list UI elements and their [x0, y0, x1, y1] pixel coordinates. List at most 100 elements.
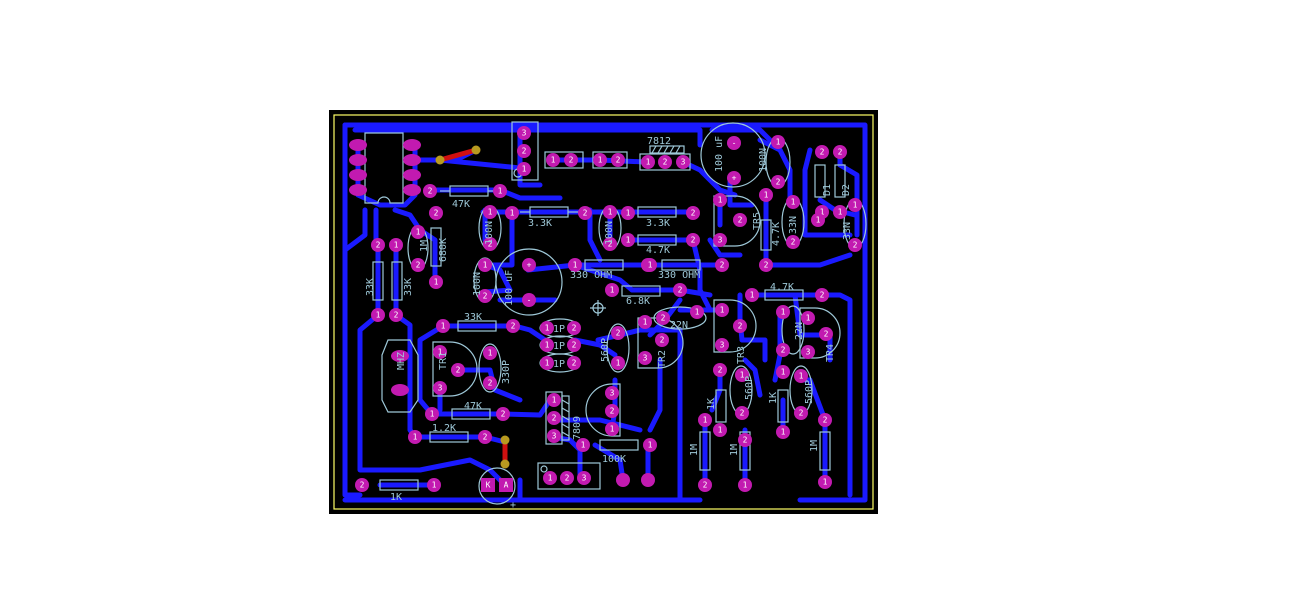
pad-number: 2 [764, 261, 769, 270]
pad-number: 1 [806, 314, 811, 323]
solder-pad [638, 351, 652, 365]
pad-number: 1 [573, 261, 578, 270]
solder-pad [403, 169, 421, 181]
solder-pad [643, 438, 657, 452]
solder-pad [578, 206, 592, 220]
pad-number: 2 [823, 416, 828, 425]
solder-pad [564, 153, 578, 167]
label-1k-b: 1K [768, 392, 779, 404]
pad-number: 3 [681, 158, 686, 167]
solder-pad [522, 258, 536, 272]
solder-pad [568, 258, 582, 272]
pad-number: 1 [720, 306, 725, 315]
pad-number: 3 [720, 341, 725, 350]
pad-number: 2 [572, 324, 577, 333]
pad-number: 1 [626, 209, 631, 218]
solder-pad [547, 411, 561, 425]
solder-pad [641, 473, 655, 487]
solder-pad [818, 475, 832, 489]
solder-pad [611, 326, 625, 340]
pad-number: 1 [552, 396, 557, 405]
solder-pad [786, 235, 800, 249]
pad-number: 3 [718, 236, 723, 245]
pad-number: 1 [430, 410, 435, 419]
pad-number: - [732, 139, 737, 148]
solder-pad [833, 145, 847, 159]
solder-pad [776, 365, 790, 379]
pad-number: 2 [434, 209, 439, 218]
solder-pad [403, 154, 421, 166]
solder-pad [638, 315, 652, 329]
solder-pad [713, 233, 727, 247]
solder-pad [517, 162, 531, 176]
pad-number: 3 [806, 348, 811, 357]
pad-number: 1 [781, 428, 786, 437]
solder-pad [686, 206, 700, 220]
pad-number: 1 [498, 187, 503, 196]
pad-number: 3 [610, 389, 615, 398]
label-560p-a: 560P [600, 338, 611, 362]
pad-number: 2 [616, 156, 621, 165]
solder-pad [433, 381, 447, 395]
pad-number: 1 [416, 228, 421, 237]
led-pad-label: A [504, 481, 509, 490]
solder-pad [713, 193, 727, 207]
led-pad-label: K [486, 481, 491, 490]
pad-number: 1 [483, 261, 488, 270]
pad-number: 2 [394, 311, 399, 320]
pad-number: 2 [456, 366, 461, 375]
solder-pad [656, 311, 670, 325]
pad-number: 3 [438, 384, 443, 393]
solder-pad [643, 258, 657, 272]
solder-pad [411, 258, 425, 272]
label-1p-a: 1P [553, 324, 565, 335]
pad-number: 1 [643, 318, 648, 327]
pad-number: 1 [488, 208, 493, 217]
pad-number: 2 [511, 322, 516, 331]
pad-number: 2 [488, 240, 493, 249]
label-33k-a: 33K [365, 278, 376, 296]
pad-number: 1 [545, 324, 550, 333]
solder-pad [483, 376, 497, 390]
pad-number: 1 [648, 261, 653, 270]
pad-number: 2 [791, 238, 796, 247]
pad-number: 2 [820, 148, 825, 157]
pad-number: 2 [660, 336, 665, 345]
pad-number: 1 [764, 191, 769, 200]
pad-number: 1 [432, 481, 437, 490]
label-330p: 330P [501, 360, 512, 384]
solder-pad [371, 238, 385, 252]
pad-number: 2 [776, 178, 781, 187]
solder-pad [349, 139, 367, 151]
pad-number: 2 [718, 366, 723, 375]
solder-pad [593, 153, 607, 167]
solder-pad [819, 327, 833, 341]
pad-number: 2 [376, 241, 381, 250]
pad-number: 2 [740, 409, 745, 418]
pad-number: 2 [608, 240, 613, 249]
solder-pad [658, 155, 672, 169]
pad-number: 1 [376, 311, 381, 320]
pad-number: 2 [799, 409, 804, 418]
solder-pad [713, 363, 727, 377]
pad-number: + [732, 174, 737, 183]
label-tr3: TR3 [736, 346, 747, 364]
solder-pad [818, 413, 832, 427]
pad-number: 1 [522, 165, 527, 174]
solder-pad [483, 346, 497, 360]
pad-number: 2 [501, 410, 506, 419]
solder-pad [776, 305, 790, 319]
solder-pad [408, 430, 422, 444]
pad-number: 2 [838, 148, 843, 157]
pad-number: 2 [483, 433, 488, 442]
pad-number: 1 [820, 208, 825, 217]
label-6-8k: 6.8K [626, 296, 650, 307]
solder-pad [423, 184, 437, 198]
solder-pad [389, 308, 403, 322]
pad-number: 1 [781, 368, 786, 377]
solder-pad [735, 368, 749, 382]
solder-pad [815, 288, 829, 302]
solder-pad [771, 135, 785, 149]
label-47k-top: 47K [452, 199, 470, 210]
pad-number: 1 [781, 308, 786, 317]
